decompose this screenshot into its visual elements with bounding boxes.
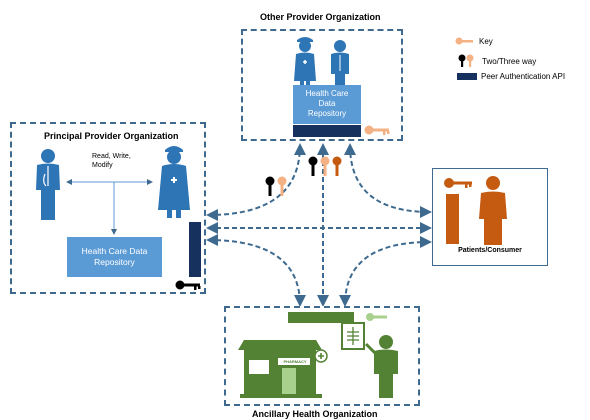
two-way-keys-icon [265, 176, 287, 196]
patients-label: Patients/Consumer [458, 247, 522, 254]
nurse-icon [294, 37, 316, 87]
legend-two-three-way: Two/Three way [458, 54, 536, 68]
principal-provider-api-bar [189, 222, 201, 277]
pharmacy-sign: PHARMACY [283, 359, 307, 364]
key-icon [444, 178, 472, 188]
other-provider-staff [294, 37, 349, 87]
three-way-keys-icon [308, 156, 342, 176]
other-provider-api-bar [293, 125, 361, 137]
access-rights-label: Read, Write, Modify [92, 153, 131, 169]
doctor-icon [36, 149, 60, 220]
other-provider-box: Health Care Data Repository [241, 29, 403, 141]
ancillary-title: Ancillary Health Organization [252, 409, 378, 419]
legend-key: Key [455, 36, 493, 46]
key-icon [175, 280, 201, 290]
principal-provider-box: Principal Provider Organization Read, Wr… [10, 122, 206, 294]
patient-icon [479, 176, 507, 245]
two-way-keys-icon [458, 54, 474, 67]
arrow-principal-to-ancillary [206, 234, 306, 307]
ancillary-api-bar [288, 312, 354, 323]
key-icon [364, 125, 390, 135]
arrow-patients-to-ancillary [339, 236, 432, 307]
arrow-principal-to-other [206, 143, 306, 221]
key-icon [455, 37, 473, 45]
legend-peer-api: Peer Authentication API [457, 72, 565, 81]
principal-provider-title: Principal Provider Organization [44, 131, 179, 141]
ancillary-illustration [238, 313, 398, 398]
other-provider-title: Other Provider Organization [260, 12, 381, 22]
patients-box: Patients/Consumer [432, 168, 548, 266]
pharmacy-icon [238, 340, 322, 398]
nurse-icon [158, 146, 190, 218]
principal-provider-staff [36, 146, 190, 235]
patient-api-bar [446, 194, 459, 244]
doctor-icon [364, 335, 398, 398]
other-provider-repository: Health Care Data Repository [293, 85, 361, 124]
principal-provider-repository: Health Care Data Repository [67, 237, 162, 277]
api-bar-swatch [457, 73, 477, 80]
patients-figures [444, 176, 507, 245]
ancillary-box: PHARMACY [224, 306, 420, 406]
